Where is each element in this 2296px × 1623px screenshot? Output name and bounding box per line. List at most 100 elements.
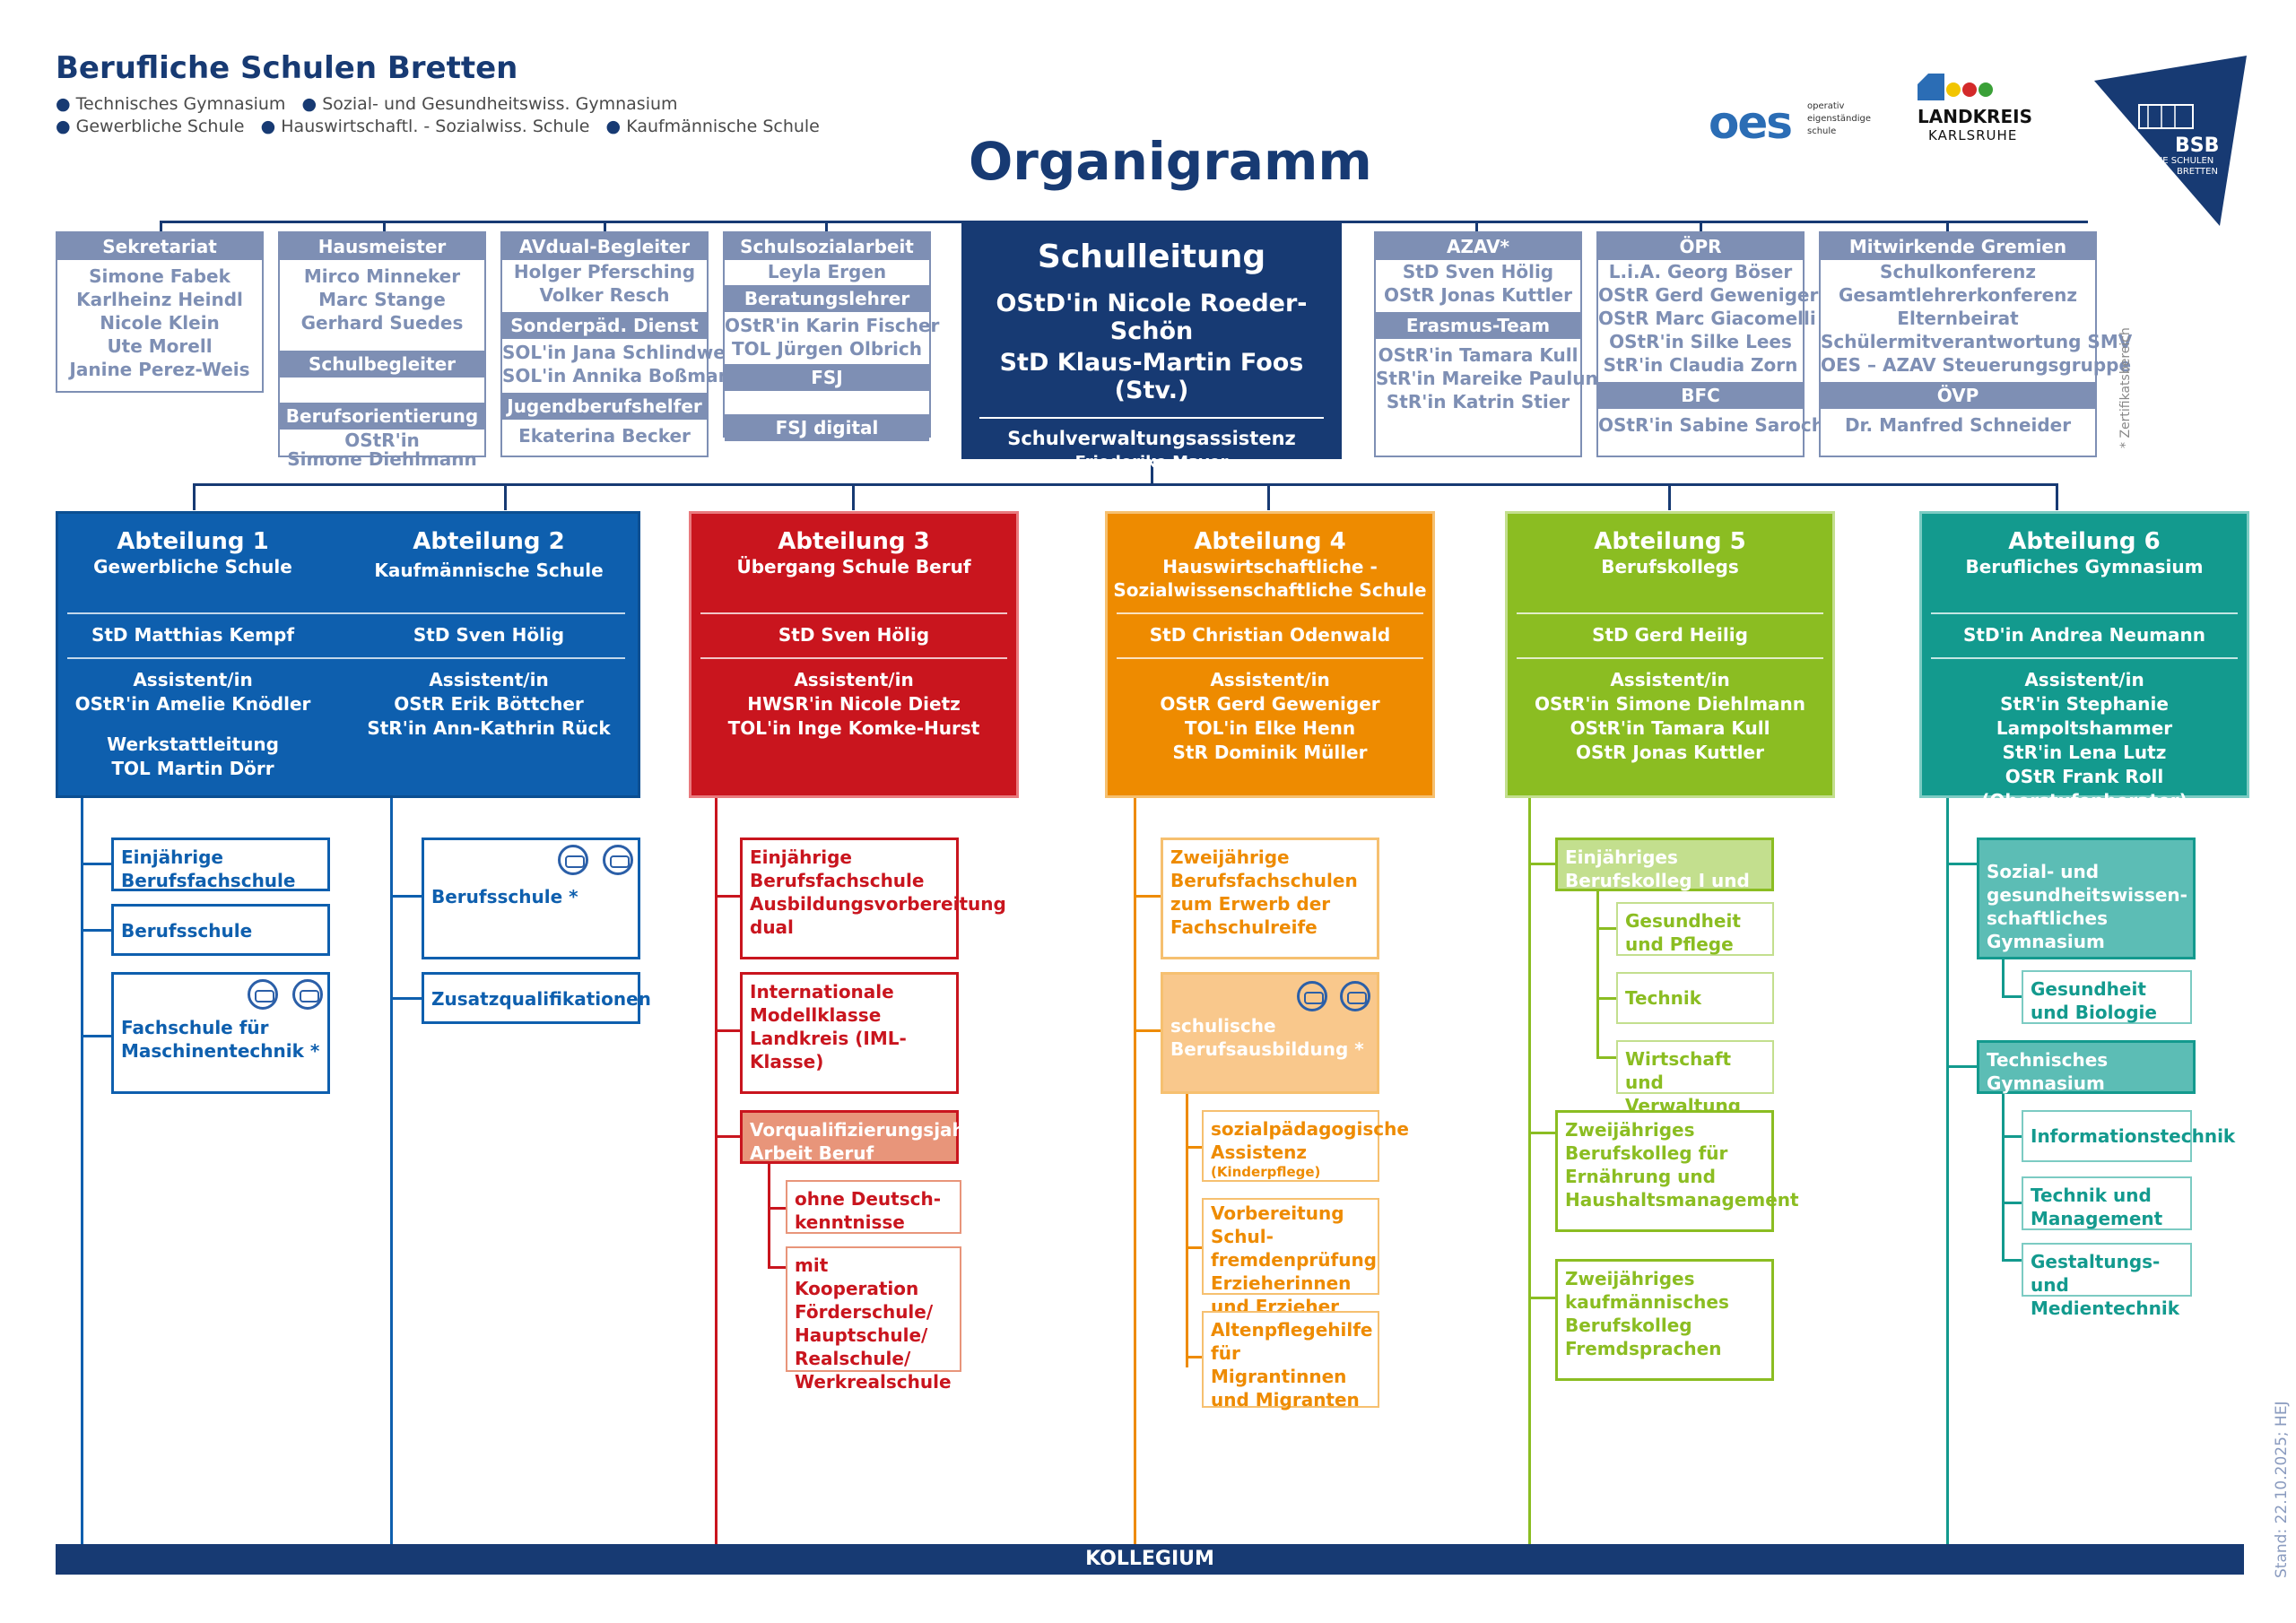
assist-name: OStR Jonas Kuttler [1576,742,1764,763]
azav-box: AZAV* StD Sven Hölig OStR Jonas Kuttler … [1374,231,1598,457]
dept-title: Abteilung 6 [2008,528,2161,555]
subunit: Technik [1616,972,1774,1024]
staff-name: TOL Jürgen Olbrich [732,338,922,360]
staff-name: L.i.A. Georg Böser [1608,261,1793,282]
box-title: Sekretariat [57,233,262,260]
assist-name: TOL'in Elke Henn [1184,717,1356,739]
leadership-head: OStD'in Nicole Roeder-Schön [996,290,1308,345]
dept-head: StD Sven Hölig [778,624,930,646]
staff-name: Simone Diehlmann [287,448,477,470]
subunit: Gestaltungs- und Medientechnik [2022,1243,2192,1319]
staff-name: StR'in Claudia Zorn [1603,354,1798,376]
staff-name: OStR'in [344,430,420,451]
certificate-icon [1340,981,1370,1011]
assist-name: StR'in Stephanie Lampoltshammer [1996,693,2173,739]
department-6: Abteilung 6 Berufliches Gymnasium StD'in… [1919,511,2249,812]
bsb-text: BSB [2175,135,2220,157]
staff-name: OStR'in Sabine Sarochan [1598,414,1849,436]
box-title: FSJ [725,364,929,391]
schulleitung-box: Schulleitung OStD'in Nicole Roeder-Schön… [961,221,1342,472]
certificate-icon [603,845,633,875]
staff-name: OES – AZAV Steuerungsgruppe [1821,354,2132,376]
staff-name: SOL'in Jana Schlindwein [502,342,744,363]
staff-name: Dr. Manfred Schneider [1844,414,2072,436]
staff-name: OStR Jonas Kuttler [1384,284,1572,306]
staff-name: Schulkonferenz [1880,261,2036,282]
landkreis-name: LANDKREIS [1918,106,2032,127]
dept-title: Abteilung 1 [117,528,269,555]
subunit: Sozial- und gesundheitswissen-schaftlich… [1977,838,2196,959]
dept-sub: Kaufmännische Schule [374,560,604,581]
assist-name: OStR'in Amelie Knödler [74,693,311,715]
staff-name: Mirco Minneker [303,265,461,287]
subunit: Altenpflegehilfe für Migrantinnen und Mi… [1202,1311,1379,1410]
certificate-icon [558,845,588,875]
box-title: AZAV* [1376,233,1580,260]
dept-head: StD Matthias Kempf [91,624,295,646]
schulsozialarbeit-box: Schulsozialarbeit Leyla Ergen Beratungsl… [723,231,939,441]
dept-sub: Hauswirtschaftliche - [1162,556,1378,577]
assist-name: OStR'in Tamara Kull [1570,717,1770,739]
assistant-title: Schulverwaltungsassistenz [1007,428,1296,449]
subunit: ohne Deutsch-kenntnisse [786,1180,961,1234]
dept-title: Abteilung 2 [413,528,565,555]
landkreis-sub: KARLSRUHE [1928,127,2018,143]
box-title: BFC [1598,382,1803,409]
box-title: Jugendberufshelfer [502,393,707,420]
subunit: Einjähriges Berufskolleg I und II [1555,838,1774,915]
avdual-box: AVdual-Begleiter Holger Pfersching Volke… [500,231,744,457]
landkreis-emblem [1918,74,2061,106]
subunit: Vorbereitung Schul-fremdenprüfung Erzieh… [1202,1198,1379,1317]
subunit: sozialpädagogische Assistenz (Kinderpfle… [1202,1110,1409,1182]
staff-name: Ute Morell [107,335,213,357]
subunit: Internationale Modellklasse Landkreis (I… [740,972,959,1094]
department-1-2: Abteilung 1 Gewerbliche Schule Abteilung… [56,511,640,798]
subunit: Zweijährige Berufsfachschulen zum Erwerb… [1161,838,1379,959]
subunit-note: (Kinderpflege) [1211,1164,1321,1180]
staff-name: StD Sven Hölig [1402,261,1554,282]
bsb-sub: BERUFLICHE SCHULEN [2112,156,2214,166]
assist-label: Assistent/in [2024,669,2144,690]
staff-name: Volker Resch [539,284,670,306]
box-title: Beratungslehrer [725,285,929,312]
subunit: Gesundheit und Pflege [1616,902,1774,956]
subunit-label: sozialpädagogische Assistenz [1211,1118,1409,1163]
certificate-icon [292,979,323,1010]
assist-label: Assistent/in [429,669,549,690]
school-types: ● Technisches Gymnasium ● Sozial- und Ge… [56,94,820,136]
oes-text: schule [1807,126,1837,136]
subunit: Berufsschule [111,904,330,956]
extra-label: Werkstattleitung [107,733,279,755]
staff-name: OStR'in Tamara Kull [1378,344,1578,366]
sekretariat-box: Sekretariat Simone Fabek Karlheinz Heind… [56,231,264,393]
subunit: Einjährige Berufsfachschule Ausbildungsv… [740,838,1006,959]
assist-name: HWSR'in Nicole Dietz [747,693,961,715]
dept-head: StD'in Andrea Neumann [1962,624,2206,646]
bsb-logo: BSB BERUFLICHE SCHULEN BRETTEN [2094,56,2256,230]
bsb-sub: BRETTEN [2177,167,2218,177]
assist-name: StR'in Lena Lutz [2002,742,2167,763]
dept-title: Abteilung 5 [1594,528,1746,555]
school-type: Sozial- und Gesundheitswiss. Gymnasium [322,94,678,114]
department-5: Abteilung 5 Berufskollegs StD Gerd Heili… [1505,511,1835,798]
staff-name: Karlheinz Heindl [76,289,243,310]
tree-line-a3 [715,798,718,1548]
assist-name: OStR Erik Böttcher [394,693,584,715]
staff-name: Schülermitverantwortung SMV [1821,331,2133,352]
dept-sub: Sozialwissenschaftliche Schule [1113,579,1427,601]
subunit: Informationstechnik [2022,1110,2235,1162]
staff-name: SOL'in Annika Boßmann [502,365,744,386]
box-title: Schulsozialarbeit [725,233,929,260]
staff-name: Elternbeirat [1897,308,2019,329]
box-title: Berufsorientierung [280,403,484,430]
staff-name: Ekaterina Becker [518,425,691,447]
assistant-name: Friederike Mayer [1074,453,1229,472]
staff-name: Holger Pfersching [513,261,696,282]
box-title: Erasmus-Team [1376,312,1580,339]
box-title: Schulbegleiter [280,351,484,378]
staff-name: Marc Stange [318,289,446,310]
subunit: Zweijähriges kaufmännisches Berufskolleg… [1555,1259,1774,1381]
staff-name: StR'in Katrin Stier [1386,391,1570,412]
kollegium-label: KOLLEGIUM [1085,1548,1214,1570]
subunit: Einjährige Berufsfachschule [111,838,330,891]
